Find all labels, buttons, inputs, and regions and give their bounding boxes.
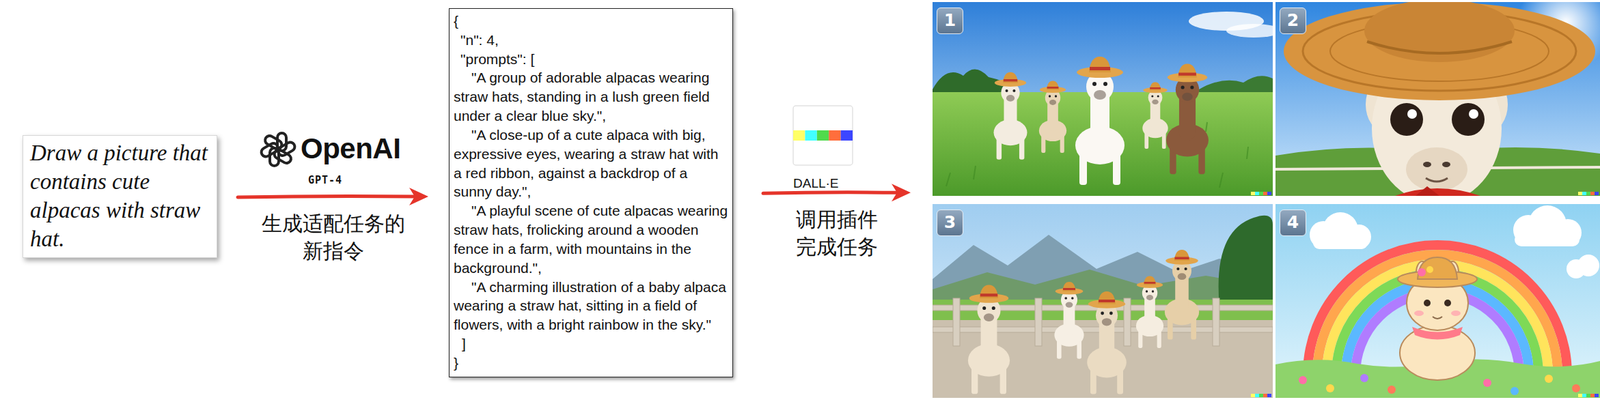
callout-number: 3 [936, 209, 964, 237]
alpaca-farm-image [932, 204, 1273, 399]
prompt-text: Draw a picture that contains cute alpaca… [30, 138, 212, 254]
image-tile: 3 [932, 204, 1273, 399]
json-line: ] [453, 334, 729, 354]
image-tile: 2 [1275, 2, 1600, 197]
edge-label: 生成适配任务的 新指令 [261, 210, 406, 266]
arrow-head [891, 183, 911, 202]
json-line: "A close-up of a cute alpaca with big, e… [453, 125, 729, 202]
image-tile: 4 [1275, 204, 1600, 399]
alpaca-field-image [932, 2, 1273, 197]
callout-number: 2 [1279, 7, 1307, 35]
arrow-shaft [237, 196, 417, 198]
alpaca-closeup-image [1275, 2, 1600, 197]
json-line: } [453, 353, 729, 374]
json-line: "A charming illustration of a baby alpac… [453, 278, 729, 335]
callout-number: 1 [936, 7, 964, 35]
json-line: "A group of adorable alpacas wearing str… [453, 68, 729, 126]
dalle-icon [792, 105, 854, 167]
arrow-shaft [763, 192, 899, 195]
edge-label: 调用插件 完成任务 [795, 206, 878, 261]
brand-name: OpenAI [300, 132, 401, 166]
json-line: { [453, 11, 729, 31]
image-tile: 1 [932, 2, 1273, 197]
flow-arrow [237, 187, 429, 206]
json-line: "A playful scene of cute alpacas wearing… [453, 201, 729, 278]
json-line: "prompts": [ [453, 49, 729, 70]
openai-logo [257, 129, 299, 171]
callout-number: 4 [1279, 209, 1307, 237]
arrow-head [409, 187, 429, 206]
prompt-box: Draw a picture that contains cute alpaca… [22, 135, 218, 259]
json-box: {"n": 4,"prompts": ["A group of adorable… [448, 8, 734, 378]
json-line: "n": 4, [453, 30, 729, 50]
plugin-name: DALL·E [793, 176, 839, 192]
model-name: GPT-4 [308, 174, 343, 187]
alpaca-rainbow-image [1275, 204, 1600, 399]
